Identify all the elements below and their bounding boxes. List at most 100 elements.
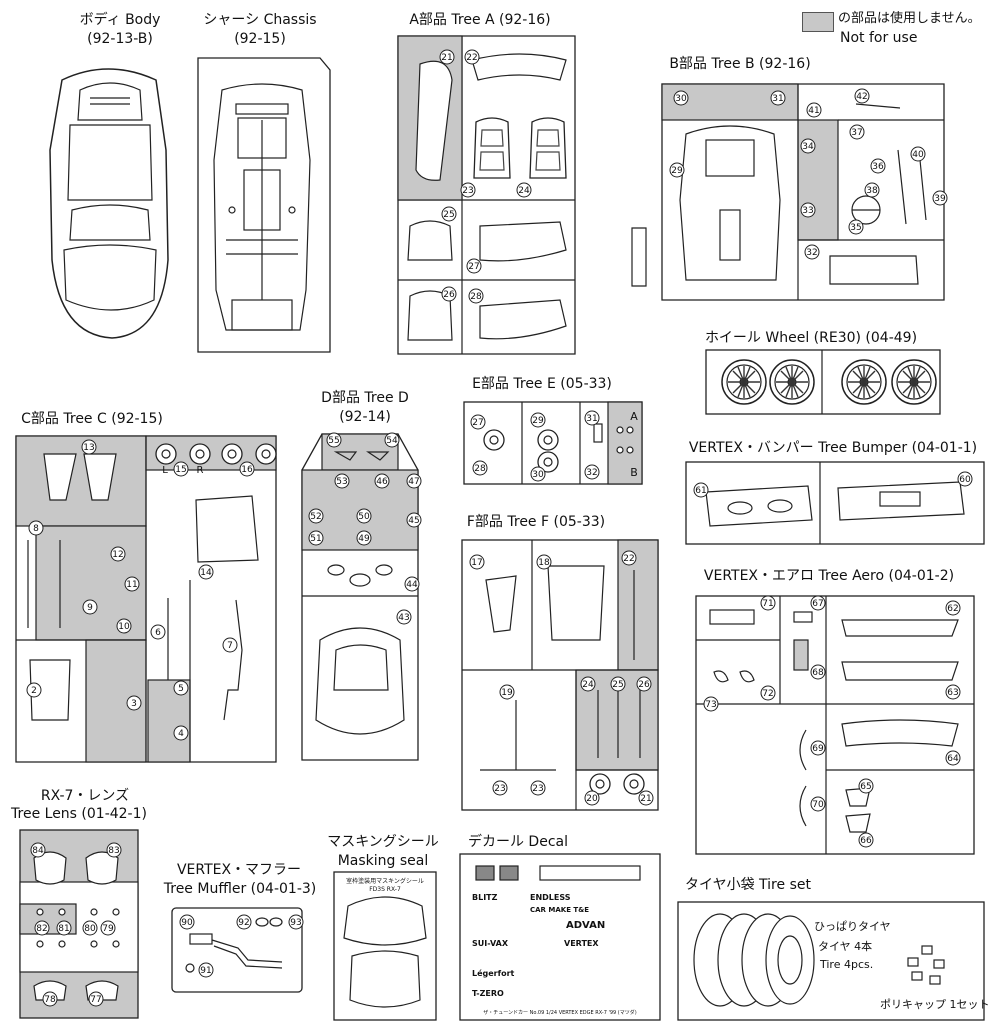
polycap-note: ポリキャップ 1セット — [880, 998, 990, 1011]
lens-num: 80 — [84, 924, 96, 934]
tree-f-num: 23 — [532, 784, 543, 794]
tree-f-num: 25 — [612, 680, 623, 690]
aero-num: 70 — [812, 800, 824, 810]
lens-num: 77 — [90, 995, 101, 1005]
lens-num: 81 — [58, 924, 69, 934]
tree-f-num: 24 — [582, 680, 594, 690]
tire-note-count-jp: タイヤ 4本 — [818, 939, 872, 953]
aero-num: 72 — [762, 689, 773, 699]
decal-brand: CAR MAKE T&E — [530, 906, 589, 914]
masking-sheet-title: 室枠塗装用マスキングシール — [346, 877, 424, 885]
body-shell — [49, 68, 169, 339]
tree-c-l-label: L — [162, 465, 168, 476]
tree-f-num: 19 — [501, 688, 513, 698]
tree-f-runner — [461, 539, 659, 811]
tree-b-num: 33 — [802, 206, 813, 216]
tree-c-num: 14 — [200, 568, 212, 578]
tree-b-num: 41 — [808, 106, 819, 116]
tree-d-num: 46 — [376, 477, 388, 487]
tree-a-num: 25 — [443, 210, 454, 220]
tree-a-runner — [397, 35, 576, 355]
tree-e-num: 31 — [586, 414, 597, 424]
tree-f-num: 21 — [640, 794, 651, 804]
tree-c-r-label: R — [197, 465, 204, 476]
bumper-num: 61 — [695, 486, 706, 496]
not-for-use-swatch — [802, 12, 834, 32]
tree-b-num: 38 — [866, 186, 878, 196]
tree-e-a-label: A — [630, 410, 638, 423]
tree-d-num: 55 — [328, 436, 339, 446]
tree-e-num: 29 — [532, 416, 544, 426]
tree-b-num: 40 — [912, 150, 924, 160]
tree-c-num: 5 — [178, 684, 184, 694]
muffler-num: 91 — [200, 966, 211, 976]
tree-e-num: 30 — [532, 470, 544, 480]
muffler-num: 93 — [290, 918, 301, 928]
muffler-title-en: Tree Muffler (04-01-3) — [163, 881, 317, 897]
tree-c-num: 11 — [126, 580, 137, 590]
tree-b-num: 35 — [850, 223, 861, 233]
tree-e-num: 28 — [474, 464, 486, 474]
aero-num: 64 — [947, 754, 959, 764]
bumper-title: VERTEX・バンパー Tree Bumper (04-01-1) — [688, 440, 978, 456]
aero-runner — [695, 595, 975, 855]
tree-d-num: 52 — [310, 512, 321, 522]
tree-d-num: 47 — [408, 477, 419, 487]
tree-a-num: 23 — [462, 186, 473, 196]
aero-num: 73 — [705, 700, 716, 710]
tree-d-num: 43 — [398, 613, 409, 623]
lens-num: 79 — [102, 924, 114, 934]
muffler-runner — [171, 907, 303, 993]
tree-c-num: 13 — [83, 443, 94, 453]
tree-c-num: 3 — [131, 699, 137, 709]
aero-num: 62 — [947, 604, 958, 614]
wheel-runner — [705, 349, 941, 415]
tree-d-num: 53 — [336, 477, 347, 487]
lens-num: 78 — [44, 995, 56, 1005]
tire-set-box — [677, 901, 985, 1021]
tree-b-num: 29 — [671, 166, 683, 176]
tree-e-num: 27 — [472, 418, 483, 428]
decal-brand: VERTEX — [564, 939, 599, 948]
muffler-num: 90 — [181, 918, 193, 928]
tree-f-num: 23 — [494, 784, 505, 794]
tree-b-num: 34 — [802, 142, 814, 152]
decal-sheet — [459, 853, 661, 1021]
tree-f-num: 26 — [638, 680, 650, 690]
tree-c-num: 16 — [241, 465, 253, 475]
tree-d-num: 50 — [358, 512, 370, 522]
tree-c-num: 7 — [227, 641, 233, 651]
tree-b-num: 31 — [772, 94, 783, 104]
legend-text-jp: の部品は使用しません。 — [838, 11, 981, 26]
tree-a-num: 26 — [443, 290, 455, 300]
tree-d-num: 45 — [408, 516, 419, 526]
tree-a-title: A部品 Tree A (92-16) — [409, 12, 551, 28]
tree-c-num: 10 — [118, 622, 130, 632]
tree-a-num: 28 — [470, 292, 482, 302]
decal-brand: ADVAN — [566, 920, 605, 931]
aero-num: 66 — [860, 836, 872, 846]
body-code: (92-13-B) — [87, 31, 153, 47]
masking-title-jp: マスキングシール — [327, 834, 439, 850]
masking-title-en: Masking seal — [337, 853, 429, 869]
aero-num: 69 — [812, 744, 824, 754]
tire-note-stretch: ひっぱりタイヤ — [814, 920, 891, 933]
decal-brand: T-ZERO — [472, 989, 504, 998]
masking-sheet — [333, 871, 437, 1021]
tree-a-num: 27 — [468, 262, 479, 272]
tree-a-num: 24 — [518, 186, 530, 196]
chassis-runner — [197, 57, 331, 353]
aero-num: 71 — [762, 599, 773, 609]
tree-e-title: E部品 Tree E (05-33) — [472, 376, 612, 392]
chassis-code: (92-15) — [234, 31, 286, 47]
muffler-title-jp: VERTEX・マフラー — [176, 862, 302, 878]
tree-b-num: 32 — [806, 248, 817, 258]
tree-f-num: 17 — [471, 558, 482, 568]
tire-note-count-en: Tire 4pcs. — [819, 958, 873, 971]
tree-d-num: 44 — [406, 580, 418, 590]
tree-e-num: 32 — [586, 468, 597, 478]
tree-c-runner — [15, 435, 277, 763]
aero-num: 63 — [947, 688, 958, 698]
aero-num: 67 — [812, 599, 823, 609]
